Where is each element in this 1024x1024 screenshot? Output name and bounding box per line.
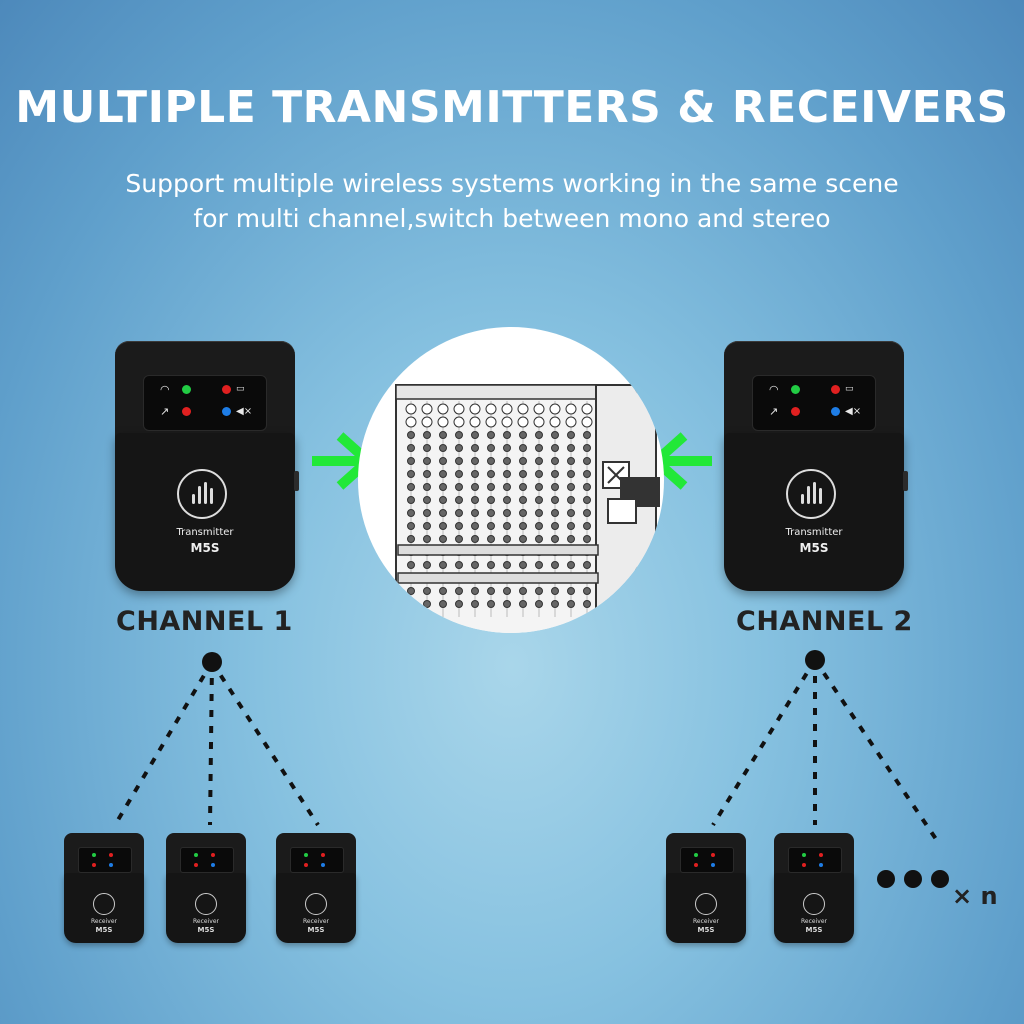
- led-blue: [711, 863, 715, 867]
- status-panel: [788, 847, 842, 873]
- receiver-model: M5S: [307, 926, 325, 934]
- led-red: [819, 853, 823, 857]
- led-red: [222, 385, 231, 394]
- led-blue: [222, 407, 231, 416]
- headphone-logo-icon: [305, 893, 327, 915]
- status-panel: [290, 847, 344, 873]
- led-red: [831, 385, 840, 394]
- led-blue: [321, 863, 325, 867]
- led-green: [194, 853, 198, 857]
- receiver-label: Receiver: [193, 918, 219, 925]
- led-red: [802, 863, 806, 867]
- led-green: [791, 385, 800, 394]
- receiver-model: M5S: [805, 926, 823, 934]
- receiver-label: Receiver: [303, 918, 329, 925]
- led-red: [182, 407, 191, 416]
- audio-mixer-illustration: [358, 327, 664, 633]
- mute-icon: ◀×: [845, 406, 862, 417]
- transmitter-model: M5S: [799, 541, 829, 555]
- led-red: [694, 863, 698, 867]
- more-dot: [931, 870, 949, 888]
- led-green: [802, 853, 806, 857]
- led-blue: [831, 407, 840, 416]
- led-red: [304, 863, 308, 867]
- status-panel: ◠ ▭ ↗ ◀×: [752, 375, 876, 431]
- headphone-logo-icon: [695, 893, 717, 915]
- page-subtitle: Support multiple wireless systems workin…: [0, 166, 1024, 236]
- receiver-model: M5S: [697, 926, 715, 934]
- receiver-label: Receiver: [801, 918, 827, 925]
- more-dot: [904, 870, 922, 888]
- transmitter-channel-2: ◠ ▭ ↗ ◀× Transmitter M5S: [724, 341, 908, 591]
- receiver-label: Receiver: [693, 918, 719, 925]
- led-red: [109, 853, 113, 857]
- transmitter-label: Transmitter: [785, 527, 843, 538]
- wifi-icon: ◠: [160, 383, 170, 396]
- receiver-model: M5S: [95, 926, 113, 934]
- page-title: MULTIPLE TRANSMITTERS & RECEIVERS: [15, 82, 1009, 133]
- mute-icon: ◀×: [236, 406, 253, 417]
- headphone-logo-icon: [803, 893, 825, 915]
- more-dot: [877, 870, 895, 888]
- subtitle-line-1: Support multiple wireless systems workin…: [125, 169, 899, 198]
- status-panel: [78, 847, 132, 873]
- led-blue: [109, 863, 113, 867]
- signal-trend-icon: ↗: [160, 405, 170, 418]
- transmitter-channel-1: ◠ ▭ ↗ ◀× Transmitter M5S: [115, 341, 299, 591]
- receiver-model: M5S: [197, 926, 215, 934]
- led-red: [194, 863, 198, 867]
- led-green: [694, 853, 698, 857]
- channel-1-label: CHANNEL 1: [116, 606, 293, 637]
- transmitter-model: M5S: [190, 541, 220, 555]
- headphone-logo-icon: [195, 893, 217, 915]
- led-blue: [211, 863, 215, 867]
- receiver-label: Receiver: [91, 918, 117, 925]
- led-red: [211, 853, 215, 857]
- led-red: [711, 853, 715, 857]
- led-green: [92, 853, 96, 857]
- more-count-label: × n: [952, 882, 998, 910]
- status-panel: [180, 847, 234, 873]
- battery-icon: ▭: [845, 384, 854, 394]
- led-red: [791, 407, 800, 416]
- soundwave-logo-icon: [786, 469, 836, 519]
- led-green: [182, 385, 191, 394]
- battery-icon: ▭: [236, 384, 245, 394]
- wifi-icon: ◠: [769, 383, 779, 396]
- led-red: [321, 853, 325, 857]
- soundwave-logo-icon: [177, 469, 227, 519]
- status-panel: ◠ ▭ ↗ ◀×: [143, 375, 267, 431]
- led-blue: [819, 863, 823, 867]
- channel-2-node: [805, 650, 825, 670]
- status-panel: [680, 847, 734, 873]
- subtitle-line-2: for multi channel,switch between mono an…: [193, 204, 831, 233]
- channel-1-node: [202, 652, 222, 672]
- led-red: [92, 863, 96, 867]
- headphone-logo-icon: [93, 893, 115, 915]
- transmitter-label: Transmitter: [176, 527, 234, 538]
- led-green: [304, 853, 308, 857]
- channel-2-label: CHANNEL 2: [736, 606, 913, 637]
- signal-trend-icon: ↗: [769, 405, 779, 418]
